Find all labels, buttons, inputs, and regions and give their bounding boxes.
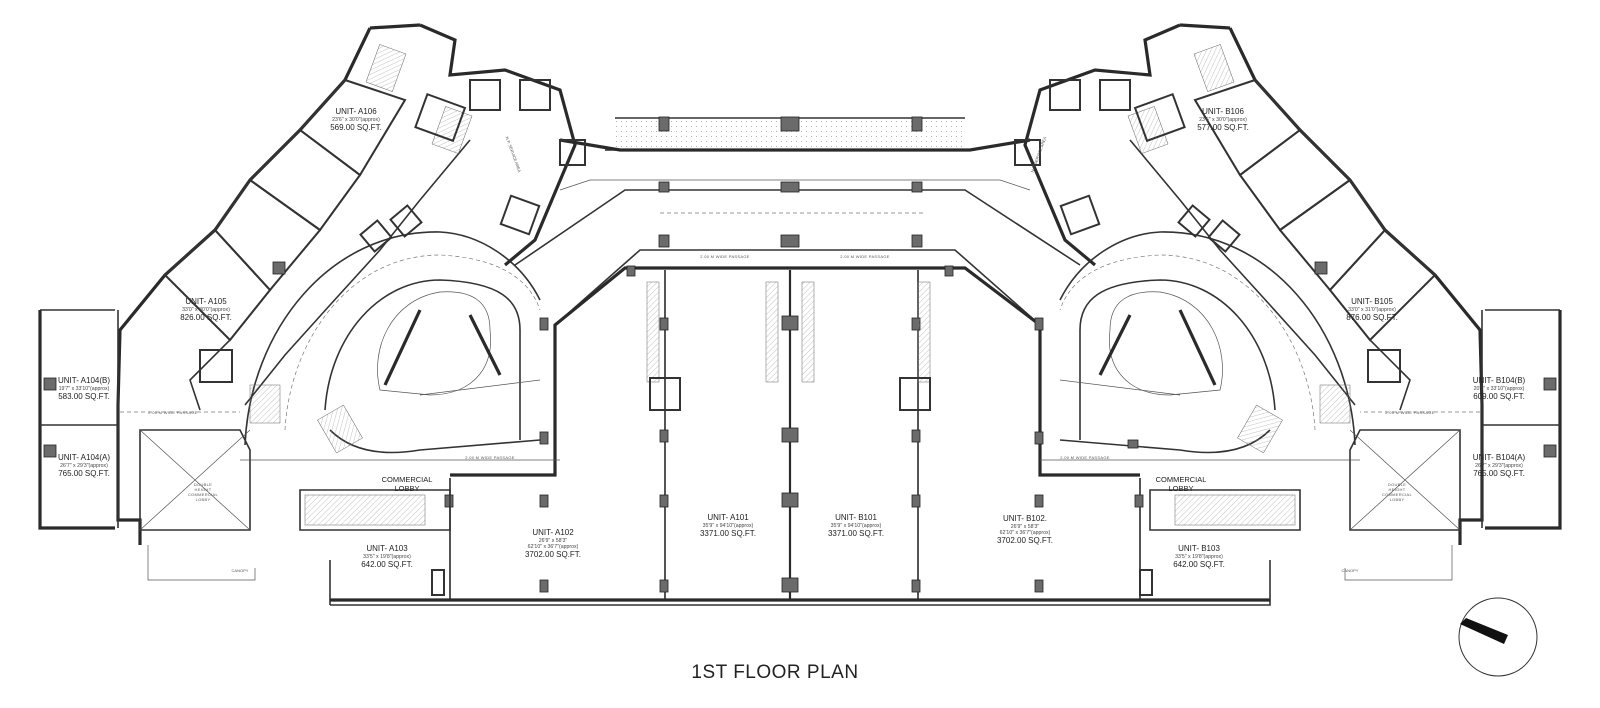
lobby-line-4: LOBBY — [196, 497, 211, 502]
passage-label: 2.00 M WIDE PASSAGE — [1385, 410, 1434, 415]
unit-dims: 33'0" x 31'0"(approx) — [1348, 307, 1396, 313]
unit-area: 3371.00 SQ.FT. — [828, 529, 884, 538]
lobby-line-2: LOBBY — [394, 484, 419, 493]
lobby-line-2: HEIGHT — [1389, 487, 1406, 492]
commercial-lobby-left: COMMERCIAL LOBBY — [382, 475, 433, 493]
unit-area: 642.00 SQ.FT. — [1173, 560, 1225, 569]
unit-b104a-label: UNIT- B104(A) 26'7" x 29'3"(approx) 765.… — [1473, 453, 1526, 478]
double-height-lobby-right: DOUBLE HEIGHT COMMERCIAL LOBBY — [1382, 482, 1413, 502]
unit-dims: 33'5" x 19'8"(approx) — [1175, 554, 1223, 560]
unit-area: 577.00 SQ.FT. — [1197, 123, 1249, 132]
unit-area: 583.00 SQ.FT. — [58, 392, 110, 401]
unit-a103-label: UNIT- A103 33'5" x 19'8"(approx) 642.00 … — [361, 544, 413, 569]
unit-name: UNIT- A101 — [707, 513, 749, 522]
lobby-line-2: HEIGHT — [195, 487, 212, 492]
unit-b102-label: UNIT- B102. 26'9" x 58'3" 62'10" x 36'7"… — [997, 514, 1053, 545]
unit-area: 826.00 SQ.FT. — [180, 313, 232, 322]
unit-name: UNIT- A102 — [532, 528, 574, 537]
unit-area: 765.00 SQ.FT. — [58, 469, 110, 478]
unit-b103-label: UNIT- B103 33'5" x 19'8"(approx) 642.00 … — [1173, 544, 1225, 569]
unit-name: UNIT- B105 — [1351, 297, 1393, 306]
unit-dims-2: 62'10" x 36'7"(approx) — [1000, 530, 1051, 536]
unit-name: UNIT- B103 — [1178, 544, 1220, 553]
lobby-line-4: LOBBY — [1390, 497, 1405, 502]
lobby-line-2: LOBBY — [1168, 484, 1193, 493]
unit-dims-2: 62'10" x 36'7"(approx) — [528, 544, 579, 550]
unit-area: 609.00 SQ.FT. — [1473, 392, 1525, 401]
central-block — [329, 116, 1271, 606]
unit-area: 642.00 SQ.FT. — [361, 560, 413, 569]
unit-a104a-label: UNIT- A104(A) 26'7" x 29'3"(approx) 765.… — [58, 453, 110, 478]
canopy-label: CANOPY — [232, 568, 249, 573]
unit-b104b-label: UNIT- B104(B) 20'7" x 33'10"(approx) 609… — [1473, 376, 1526, 401]
unit-b101-label: UNIT- B101 35'9" x 94'10"(approx) 3371.0… — [828, 513, 884, 538]
unit-name: UNIT- B101 — [835, 513, 877, 522]
unit-dims: 35'9" x 94'10"(approx) — [831, 523, 882, 529]
unit-area: 3371.00 SQ.FT. — [700, 529, 756, 538]
service-area-label: N.P. SERVICE AREA — [1030, 136, 1048, 173]
unit-dims: 19'7" x 33'10"(approx) — [59, 386, 110, 392]
unit-a105-label: UNIT- A105 33'0" x 30'0"(approx) 826.00 … — [180, 297, 232, 322]
unit-a102-label: UNIT- A102 26'9" x 58'3" 62'10" x 36'7"(… — [525, 528, 581, 559]
unit-name: UNIT- A105 — [185, 297, 227, 306]
unit-area: 765.00 SQ.FT. — [1473, 469, 1525, 478]
unit-dims: 26'9" x 58'3" — [1011, 524, 1040, 530]
unit-b105-label: UNIT- B105 33'0" x 31'0"(approx) 876.00 … — [1346, 297, 1398, 322]
unit-dims: 23'6" x 30'0"(approx) — [1199, 117, 1247, 123]
unit-name: UNIT- A104(A) — [58, 453, 110, 462]
passage-label: 2.00 M WIDE PASSAGE — [465, 455, 514, 460]
unit-dims: 33'5" x 19'8"(approx) — [363, 554, 411, 560]
lobby-line-1: DOUBLE — [194, 482, 212, 487]
unit-a101-label: UNIT- A101 35'9" x 94'10"(approx) 3371.0… — [700, 513, 756, 538]
right-wing — [1014, 23, 1562, 581]
passage-label: 2.00 M WIDE PASSAGE — [700, 254, 749, 259]
lobby-line-3: COMMERCIAL — [188, 492, 219, 497]
passage-label: 2.00 M WIDE PASSAGE — [1060, 455, 1109, 460]
unit-b106-label: UNIT- B106 23'6" x 30'0"(approx) 577.00 … — [1197, 107, 1249, 132]
unit-area: 3702.00 SQ.FT. — [525, 550, 581, 559]
unit-area: 569.00 SQ.FT. — [330, 123, 382, 132]
passage-label: 2.00 M WIDE PASSAGE — [840, 254, 889, 259]
canopy-label: CANOPY — [1342, 568, 1359, 573]
unit-dims: 26'7" x 29'3"(approx) — [1475, 463, 1523, 469]
unit-name: UNIT- B104(B) — [1473, 376, 1526, 385]
double-height-lobby-left: DOUBLE HEIGHT COMMERCIAL LOBBY — [188, 482, 219, 502]
lobby-line-1: COMMERCIAL — [382, 475, 433, 484]
unit-dims: 20'7" x 33'10"(approx) — [1474, 386, 1525, 392]
passage-label: 2.00 M WIDE PASSAGE — [148, 410, 197, 415]
unit-area: 3702.00 SQ.FT. — [997, 536, 1053, 545]
right-ramp — [1059, 231, 1356, 454]
unit-dims: 35'9" x 94'10"(approx) — [703, 523, 754, 529]
service-area-label: N.P. SERVICE AREA — [505, 136, 523, 173]
lobby-line-1: COMMERCIAL — [1156, 475, 1207, 484]
commercial-lobby-right: COMMERCIAL LOBBY — [1156, 475, 1207, 493]
unit-name: UNIT- A104(B) — [58, 376, 110, 385]
unit-name: UNIT- A103 — [366, 544, 408, 553]
unit-a104b-label: UNIT- A104(B) 19'7" x 33'10"(approx) 583… — [58, 376, 110, 401]
unit-dims: 26'7" x 29'3"(approx) — [60, 463, 108, 469]
unit-name: UNIT- B104(A) — [1473, 453, 1526, 462]
plan-title: 1ST FLOOR PLAN — [691, 662, 858, 683]
unit-a106-label: UNIT- A106 23'6" x 30'0"(approx) 569.00 … — [330, 107, 382, 132]
left-wing — [38, 23, 586, 581]
unit-dims: 23'6" x 30'0"(approx) — [332, 117, 380, 123]
unit-name: UNIT- B102. — [1003, 514, 1047, 523]
unit-dims: 26'9" x 58'3" — [539, 538, 568, 544]
unit-dims: 33'0" x 30'0"(approx) — [182, 307, 230, 313]
unit-area: 876.00 SQ.FT. — [1346, 313, 1398, 322]
north-compass-icon — [1458, 597, 1538, 677]
unit-name: UNIT- B106 — [1202, 107, 1244, 116]
lobby-line-1: DOUBLE — [1388, 482, 1406, 487]
lobby-line-3: COMMERCIAL — [1382, 492, 1413, 497]
unit-name: UNIT- A106 — [335, 107, 377, 116]
left-ramp — [244, 231, 541, 454]
